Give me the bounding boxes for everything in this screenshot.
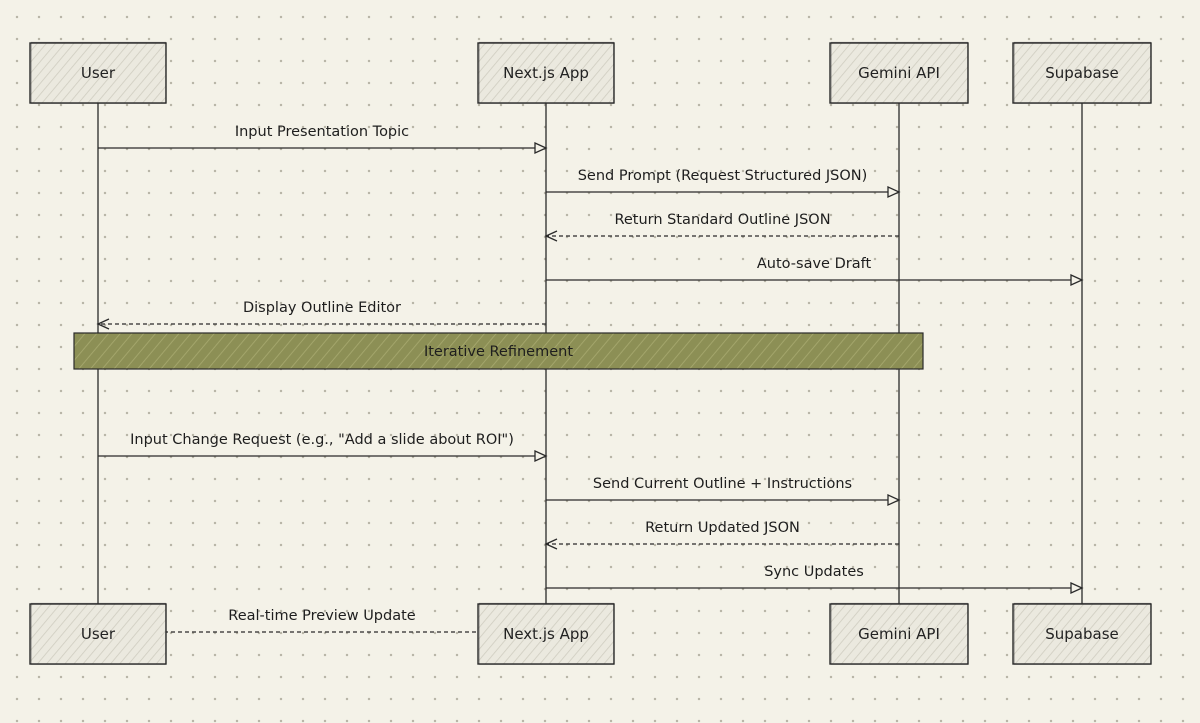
arrowhead-icon	[534, 449, 548, 463]
loop-bar-border	[73, 332, 924, 370]
participant-box-sketch	[1013, 602, 1152, 665]
message-7: Send Current Outline + Instructions	[546, 476, 901, 507]
participant-box-hatch	[1013, 43, 1151, 103]
participant-box-sketch	[830, 41, 969, 104]
participant-label: Next.js App	[503, 64, 589, 82]
arrowhead-icon	[1070, 581, 1084, 595]
participant-bottom-next: Next.js App	[477, 602, 615, 665]
participant-top-supabase: Supabase	[1012, 41, 1152, 104]
participant-label: Gemini API	[858, 64, 940, 82]
message-label: Input Presentation Topic	[235, 124, 409, 140]
message-label: Display Outline Editor	[243, 300, 401, 316]
arrowhead-icon	[887, 493, 901, 507]
participant-label: User	[81, 625, 116, 643]
message-label: Send Current Outline + Instructions	[593, 476, 852, 492]
participant-label: Next.js App	[503, 625, 589, 643]
message-label: Auto-save Draft	[757, 256, 872, 272]
participants-top: User Next.js App Gemini API Supabase	[29, 41, 1152, 104]
message-label: Input Change Request (e.g., "Add a slide…	[130, 432, 514, 448]
message-1: Input Presentation Topic	[98, 124, 548, 155]
message-label: Real-time Preview Update	[228, 608, 416, 624]
participants-bottom: User Next.js App Gemini API Supabase	[29, 602, 1152, 665]
participant-label: Supabase	[1045, 64, 1119, 82]
participant-bottom-user: User	[29, 602, 167, 665]
participant-bottom-gemini: Gemini API	[829, 602, 969, 665]
participant-label: Gemini API	[858, 625, 940, 643]
participant-box-border	[1012, 42, 1152, 104]
participant-box-hatch	[30, 43, 166, 103]
participant-label: User	[81, 64, 116, 82]
message-label: Sync Updates	[764, 564, 864, 580]
message-label: Return Standard Outline JSON	[614, 212, 830, 228]
open-arrowhead-icon	[96, 318, 110, 330]
participant-box-hatch	[830, 604, 968, 664]
participant-box-hatch	[30, 604, 166, 664]
message-label: Return Updated JSON	[645, 520, 800, 536]
participant-top-next: Next.js App	[477, 41, 615, 104]
participant-top-gemini: Gemini API	[829, 41, 969, 104]
message-label: Send Prompt (Request Structured JSON)	[578, 168, 868, 184]
loop-fragment: Iterative Refinement	[73, 332, 924, 370]
message-6: Input Change Request (e.g., "Add a slide…	[98, 432, 548, 463]
message-8: Return Updated JSON	[544, 520, 899, 550]
participant-top-user: User	[29, 41, 167, 104]
open-arrowhead-icon	[544, 538, 558, 550]
participant-box-hatch	[1013, 604, 1151, 664]
arrowhead-icon	[1070, 273, 1084, 287]
participant-box-sketch	[30, 41, 167, 104]
arrowhead-icon	[534, 141, 548, 155]
open-arrowhead-icon	[544, 230, 558, 242]
message-9: Sync Updates	[546, 564, 1084, 595]
participant-label: Supabase	[1045, 625, 1119, 643]
participant-box-sketch	[30, 602, 167, 665]
message-3: Return Standard Outline JSON	[544, 212, 899, 242]
participant-box-hatch	[478, 604, 614, 664]
participant-box-border	[1012, 603, 1152, 665]
participant-box-hatch	[478, 43, 614, 103]
participant-box-hatch	[830, 43, 968, 103]
participant-box-sketch	[830, 602, 969, 665]
message-5: Display Outline Editor	[96, 300, 546, 330]
participant-box-sketch	[1013, 41, 1152, 104]
participant-bottom-supabase: Supabase	[1012, 602, 1152, 665]
loop-label: Iterative Refinement	[424, 344, 573, 360]
message-2: Send Prompt (Request Structured JSON)	[546, 168, 901, 199]
participant-box-sketch	[478, 602, 615, 665]
message-4: Auto-save Draft	[546, 256, 1084, 287]
arrowhead-icon	[887, 185, 901, 199]
loop-bar-hatch	[74, 333, 923, 369]
participant-box-sketch	[478, 41, 615, 104]
